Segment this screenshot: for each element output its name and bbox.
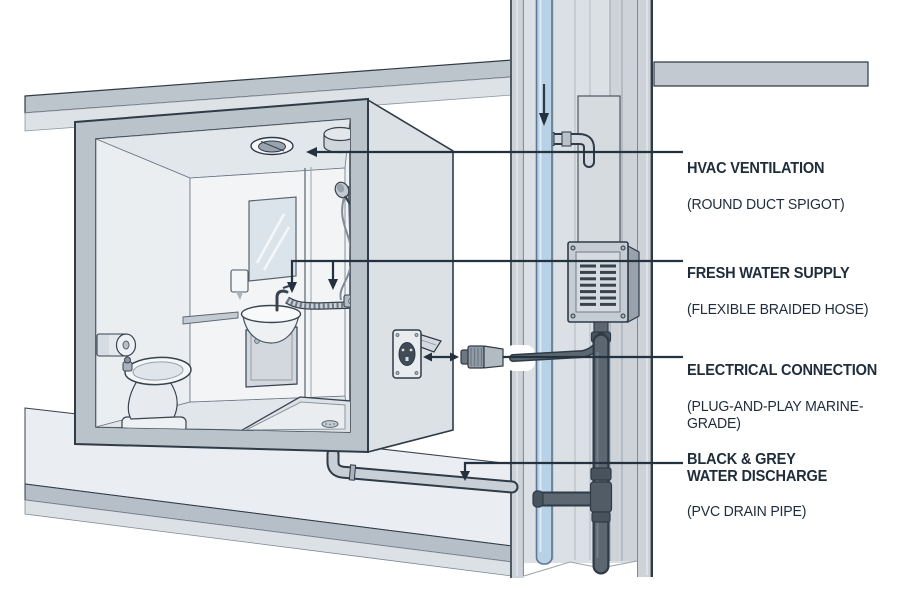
drain-stack <box>532 333 613 575</box>
duct-collar <box>561 131 572 147</box>
callout-electrical: ELECTRICAL CONNECTION (PLUG-AND-PLAY MAR… <box>687 345 887 450</box>
pod-drain-pipe <box>326 447 519 494</box>
callout-hvac: HVAC VENTILATION (ROUND DUCT SPIGOT) <box>687 143 845 231</box>
callout-hvac-title: HVAC VENTILATION <box>687 160 825 177</box>
soap-dispenser <box>230 269 249 300</box>
callout-discharge: BLACK & GREY WATER DISCHARGE (PVC DRAIN … <box>687 434 827 538</box>
water-flow-arrow <box>539 84 549 126</box>
fresh-water-pipe <box>535 0 553 565</box>
faucet <box>275 285 290 312</box>
vanity-sink <box>240 285 302 388</box>
shower-set <box>334 181 350 319</box>
shower-glass-divider <box>304 167 312 420</box>
leader-fresh-water <box>287 259 683 293</box>
braided-hose <box>285 295 350 310</box>
mirror <box>248 196 297 282</box>
callout-fresh-water-title: FRESH WATER SUPPLY <box>687 265 850 282</box>
bathroom-pod <box>74 97 454 454</box>
utility-chase <box>505 0 653 600</box>
callout-fresh-water-subtitle: (FLEXIBLE BRAIDED HOSE) <box>687 300 869 318</box>
drain-branch-pipe <box>532 490 600 508</box>
right-beam <box>653 61 869 87</box>
callout-discharge-title: BLACK & GREY WATER DISCHARGE <box>687 451 828 485</box>
shelf <box>182 311 239 325</box>
callout-electrical-subtitle: (PLUG-AND-PLAY MARINE-GRADE) <box>687 397 864 432</box>
electrical-outlet <box>392 329 442 379</box>
chase-left-wall <box>510 0 524 578</box>
connection-arrow <box>423 352 459 362</box>
breaker-slats <box>580 264 616 306</box>
shower-tray <box>234 396 350 432</box>
leader-discharge <box>460 461 683 481</box>
duct-spigot <box>323 126 350 154</box>
toilet-paper-holder <box>96 333 137 357</box>
leader-hvac <box>306 147 683 157</box>
callout-electrical-title: ELECTRICAL CONNECTION <box>687 362 878 379</box>
callout-fresh-water: FRESH WATER SUPPLY (FLEXIBLE BRAIDED HOS… <box>687 248 869 336</box>
hvac-duct <box>548 95 621 245</box>
pod-interior <box>96 119 350 432</box>
callout-discharge-subtitle: (PVC DRAIN PIPE) <box>687 503 807 520</box>
callout-hvac-subtitle: (ROUND DUCT SPIGOT) <box>687 195 845 213</box>
ceiling-vent <box>250 136 294 156</box>
power-plug <box>460 345 504 369</box>
panel-screws <box>570 245 626 319</box>
toilet <box>121 356 192 432</box>
